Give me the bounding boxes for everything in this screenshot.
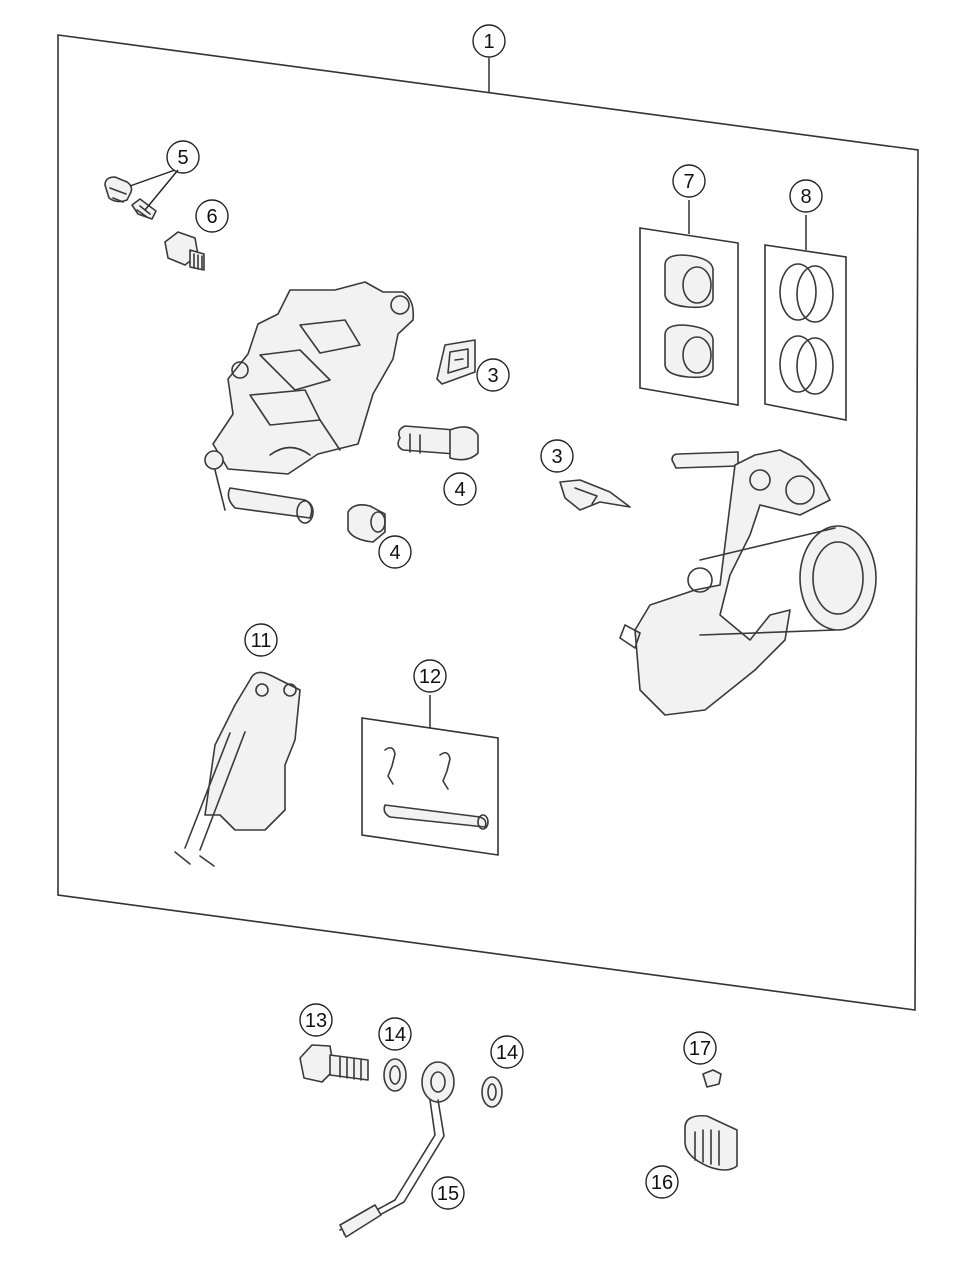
callout-4-bushing: 4 — [378, 535, 412, 569]
caliper-carrier-right — [619, 449, 877, 716]
svg-text:7: 7 — [683, 171, 694, 193]
callout-15: 15 — [431, 1176, 465, 1210]
leader-lines — [129, 58, 807, 728]
callout-14-right: 14 — [490, 1035, 524, 1069]
callout-6: 6 — [195, 199, 229, 233]
part-15-brake-line[interactable] — [339, 1061, 455, 1238]
svg-text:3: 3 — [487, 365, 498, 387]
svg-text:16: 16 — [651, 1172, 673, 1194]
callout-5: 5 — [166, 140, 200, 174]
svg-text:17: 17 — [689, 1038, 711, 1060]
kit-panel — [57, 34, 919, 1011]
callout-1: 1 — [472, 24, 506, 58]
svg-text:14: 14 — [384, 1024, 406, 1046]
callout-11: 11 — [244, 623, 278, 657]
svg-text:3: 3 — [551, 446, 562, 468]
callout-8: 8 — [789, 179, 823, 213]
callout-3-upper: 3 — [476, 358, 510, 392]
callout-4-pin: 4 — [443, 472, 477, 506]
svg-text:5: 5 — [177, 147, 188, 169]
callout-3-lower: 3 — [540, 439, 574, 473]
part-8-seal-rings[interactable] — [764, 244, 847, 421]
callout-14-left: 14 — [378, 1017, 412, 1051]
part-3-pad-spring-upper[interactable] — [436, 339, 476, 385]
part-3-pad-spring-lower[interactable] — [559, 479, 631, 511]
svg-text:6: 6 — [206, 206, 217, 228]
callout-13: 13 — [299, 1003, 333, 1037]
part-13-banjo-bolt[interactable] — [299, 1044, 369, 1083]
svg-text:4: 4 — [389, 542, 400, 564]
part-4-guide-pin[interactable] — [397, 425, 479, 461]
part-7-pistons[interactable] — [639, 227, 739, 406]
part-6-plug-screw[interactable] — [164, 231, 205, 271]
callout-7: 7 — [672, 164, 706, 198]
svg-text:12: 12 — [419, 666, 441, 688]
svg-text:15: 15 — [437, 1183, 459, 1205]
part-14-washer-right[interactable] — [481, 1076, 503, 1108]
svg-text:1: 1 — [483, 31, 494, 53]
part-4-bushing[interactable] — [347, 504, 386, 543]
part-11-brake-pads[interactable] — [174, 671, 301, 867]
part-16-cap[interactable] — [684, 1114, 738, 1171]
svg-text:11: 11 — [251, 630, 272, 652]
svg-text:8: 8 — [800, 186, 811, 208]
callout-12: 12 — [413, 659, 447, 693]
callout-17: 17 — [683, 1031, 717, 1065]
part-14-washer-left[interactable] — [383, 1058, 407, 1092]
callout-16: 16 — [645, 1165, 679, 1199]
part-12-pin-kit[interactable] — [361, 717, 499, 856]
part-17-nipple[interactable] — [702, 1069, 722, 1088]
svg-text:13: 13 — [305, 1010, 327, 1032]
svg-text:4: 4 — [454, 479, 465, 501]
part-5-bleeder[interactable] — [104, 176, 157, 220]
caliper-housing-left — [204, 281, 415, 524]
svg-text:14: 14 — [496, 1042, 518, 1064]
